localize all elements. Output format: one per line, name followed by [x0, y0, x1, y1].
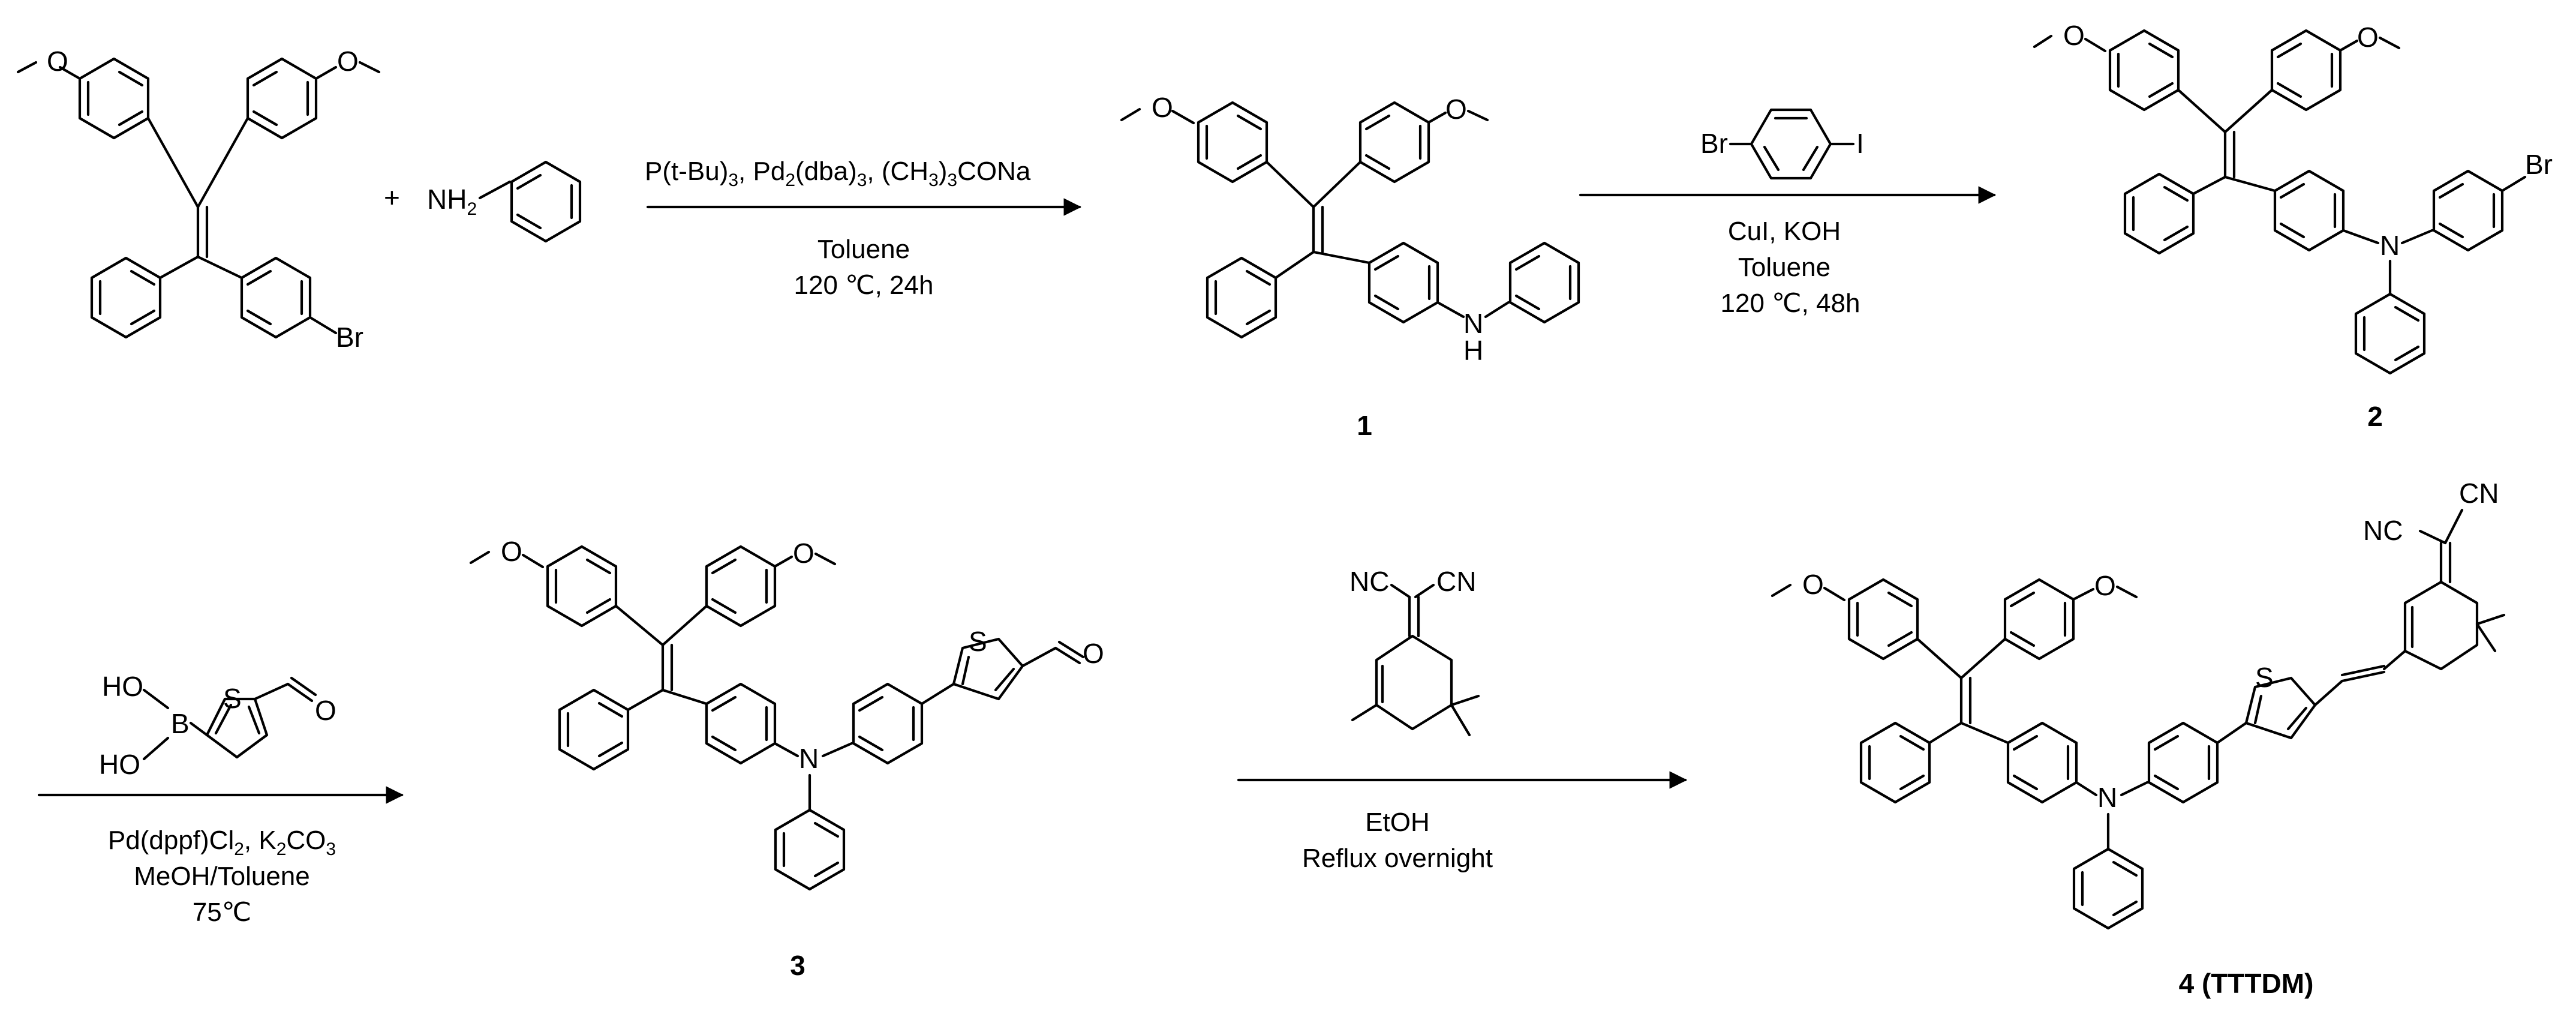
c1-h-atom: H: [1463, 335, 1483, 366]
c4-methoxy-o-left: O: [1802, 569, 1824, 600]
methoxy-o-left: O: [47, 46, 68, 77]
methoxy-o-right: O: [337, 46, 359, 77]
c2-n-atom: N: [2380, 230, 2400, 261]
c2-methoxy-o-right: O: [2357, 22, 2379, 53]
aniline: NH2: [427, 160, 582, 243]
c3-methoxy-o-right: O: [793, 538, 814, 569]
step3-aldehyde-o: O: [315, 695, 336, 726]
c2-br-atom: Br: [2525, 149, 2553, 180]
starting-material: O O Br: [16, 46, 381, 353]
compound-1-label: 1: [1357, 410, 1372, 441]
compound-3: O O N: [469, 536, 1104, 981]
compound-2: O O N Br: [2033, 20, 2553, 432]
c3-methoxy-o-left: O: [501, 536, 522, 567]
step3-ho2: HO: [99, 749, 140, 780]
c4-n-atom: N: [2097, 782, 2117, 813]
step3-conditions: HO B HO S O Pd(dppf)Cl2, K2CO3 MeOH/Tolu…: [37, 671, 404, 927]
step1-line1: P(t-Bu)3, Pd2(dba)3, (CH3)3CONa: [645, 157, 1031, 190]
c2-methoxy-o-left: O: [2063, 20, 2085, 51]
c4-methoxy-o-right: O: [2094, 570, 2116, 601]
step1-line2: Toluene: [817, 235, 910, 264]
compound-2-label: 2: [2367, 401, 2383, 432]
c1-methoxy-o-left: O: [1152, 92, 1173, 123]
bromo-atom: Br: [336, 322, 363, 353]
compound-3-label: 3: [790, 950, 805, 981]
step3-line3: 75℃: [193, 898, 251, 927]
step3-line1: Pd(dppf)Cl2, K2CO3: [108, 826, 336, 859]
step4-conditions: NC CN EtOH Reflux overnight: [1237, 566, 1687, 873]
step3-b: B: [171, 708, 190, 739]
step4-nc: NC: [1349, 566, 1389, 597]
compound-4: O O N: [1771, 478, 2506, 999]
c3-s-atom: S: [969, 626, 987, 657]
step3-ho1: HO: [102, 671, 143, 702]
step4-line1: EtOH: [1365, 808, 1430, 837]
compound-4-label: 4 (TTTDM): [2179, 968, 2314, 999]
step4-cn: CN: [1436, 566, 1476, 597]
compound-1: O O N H 1: [1120, 92, 1580, 441]
c3-aldehyde-o: O: [1083, 638, 1104, 669]
step2-br: Br: [1700, 128, 1728, 159]
step2-line1: CuI, KOH: [1728, 217, 1841, 246]
step2-line2: Toluene: [1738, 253, 1830, 282]
step2-conditions: Br I CuI, KOH Toluene 120 ℃, 48h: [1579, 108, 1996, 318]
step1-conditions: P(t-Bu)3, Pd2(dba)3, (CH3)3CONa Toluene …: [645, 157, 1081, 300]
c1-n-atom: N: [1463, 308, 1483, 339]
c4-cn: CN: [2459, 478, 2499, 509]
c3-n-atom: N: [799, 743, 819, 774]
step2-i: I: [1856, 128, 1864, 159]
c4-nc: NC: [2363, 515, 2403, 546]
step2-line3: 120 ℃, 48h: [1721, 289, 1860, 318]
step3-line2: MeOH/Toluene: [134, 862, 309, 891]
aniline-label: NH2: [427, 184, 477, 219]
c1-methoxy-o-right: O: [1445, 94, 1467, 125]
step3-s-atom: S: [223, 683, 242, 714]
step1-line3: 120 ℃, 24h: [794, 271, 934, 300]
plus-sign: +: [384, 182, 400, 213]
step4-line2: Reflux overnight: [1302, 844, 1493, 873]
c4-s-atom: S: [2255, 662, 2274, 693]
